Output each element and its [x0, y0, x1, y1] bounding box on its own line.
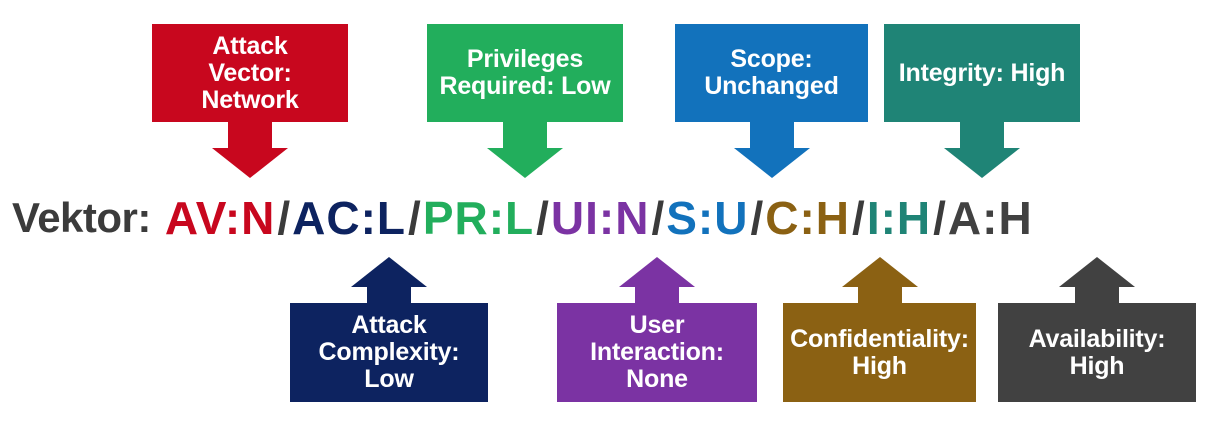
- vector-separator: /: [750, 192, 764, 244]
- callout-box-scope: Scope: Unchanged: [675, 24, 868, 122]
- callout-box-integrity: Integrity: High: [884, 24, 1080, 122]
- vector-separator: /: [852, 192, 865, 244]
- callout-box-availability: Availability: High: [998, 303, 1196, 402]
- vector-segment-i: I:H: [866, 192, 932, 244]
- arrow-head-down-integrity: [944, 148, 1020, 178]
- callout-label-user-interaction: User Interaction: None: [590, 311, 724, 393]
- callout-box-confidentiality: Confidentiality: High: [783, 303, 976, 402]
- vector-segment-s: S:U: [666, 192, 749, 244]
- callout-box-attack-vector: Attack Vector: Network: [152, 24, 348, 122]
- callout-label-integrity: Integrity: High: [898, 58, 1066, 87]
- arrow-stem-privileges-required: [503, 118, 547, 148]
- callout-box-attack-complexity: Attack Complexity: Low: [290, 303, 488, 402]
- callout-attack-complexity: Attack Complexity: Low: [290, 257, 488, 402]
- vector-separator: /: [536, 192, 549, 244]
- arrow-head-up-confidentiality: [841, 257, 918, 287]
- vector-segment-ac: AC:L: [292, 192, 407, 244]
- callout-label-confidentiality: Confidentiality: High: [790, 324, 969, 380]
- arrow-stem-attack-complexity: [367, 287, 411, 307]
- callout-scope: Scope: Unchanged: [675, 24, 868, 178]
- callout-label-attack-vector: Attack Vector: Network: [201, 31, 299, 114]
- vector-separator: /: [933, 192, 946, 244]
- callout-confidentiality: Confidentiality: High: [783, 257, 976, 402]
- arrow-stem-availability: [1075, 287, 1119, 307]
- vector-separator: /: [408, 192, 421, 244]
- callout-box-privileges-required: Privileges Required: Low: [427, 24, 623, 122]
- arrow-stem-integrity: [960, 118, 1004, 148]
- callout-label-attack-complexity: Attack Complexity: Low: [318, 311, 460, 393]
- vector-separator: /: [651, 192, 665, 244]
- callout-privileges-required: Privileges Required: Low: [427, 24, 623, 178]
- callout-integrity: Integrity: High: [884, 24, 1080, 178]
- vector-prefix-label: Vektor:: [12, 194, 151, 241]
- arrow-stem-attack-vector: [228, 118, 272, 148]
- callout-user-interaction: User Interaction: None: [557, 257, 757, 402]
- arrow-stem-confidentiality: [857, 287, 902, 307]
- vector-segment-av: AV:N: [164, 192, 276, 244]
- callout-label-availability: Availability: High: [1028, 324, 1166, 380]
- arrow-stem-scope: [749, 118, 794, 148]
- vector-segment-a: A:H: [947, 192, 1033, 244]
- vector-string-row: Vektor: AV:N / AC:L / PR:L / UI:N / S:U …: [0, 182, 1214, 254]
- arrow-head-down-attack-vector: [212, 148, 288, 178]
- callout-box-user-interaction: User Interaction: None: [557, 303, 757, 402]
- arrow-head-up-user-interaction: [619, 257, 695, 287]
- callout-availability: Availability: High: [998, 257, 1196, 402]
- vector-segment-c: C:H: [765, 192, 851, 244]
- arrow-head-up-availability: [1059, 257, 1135, 287]
- vector-segment-pr: PR:L: [422, 192, 535, 244]
- callout-label-privileges-required: Privileges Required: Low: [439, 45, 611, 100]
- callout-label-scope: Scope: Unchanged: [704, 45, 839, 100]
- arrow-stem-user-interaction: [635, 287, 679, 307]
- vector-segment-ui: UI:N: [550, 192, 650, 244]
- arrow-head-down-privileges-required: [487, 148, 563, 178]
- arrow-head-down-scope: [733, 148, 810, 178]
- callout-attack-vector: Attack Vector: Network: [152, 24, 348, 178]
- arrow-head-up-attack-complexity: [351, 257, 427, 287]
- vector-separator: /: [277, 192, 291, 244]
